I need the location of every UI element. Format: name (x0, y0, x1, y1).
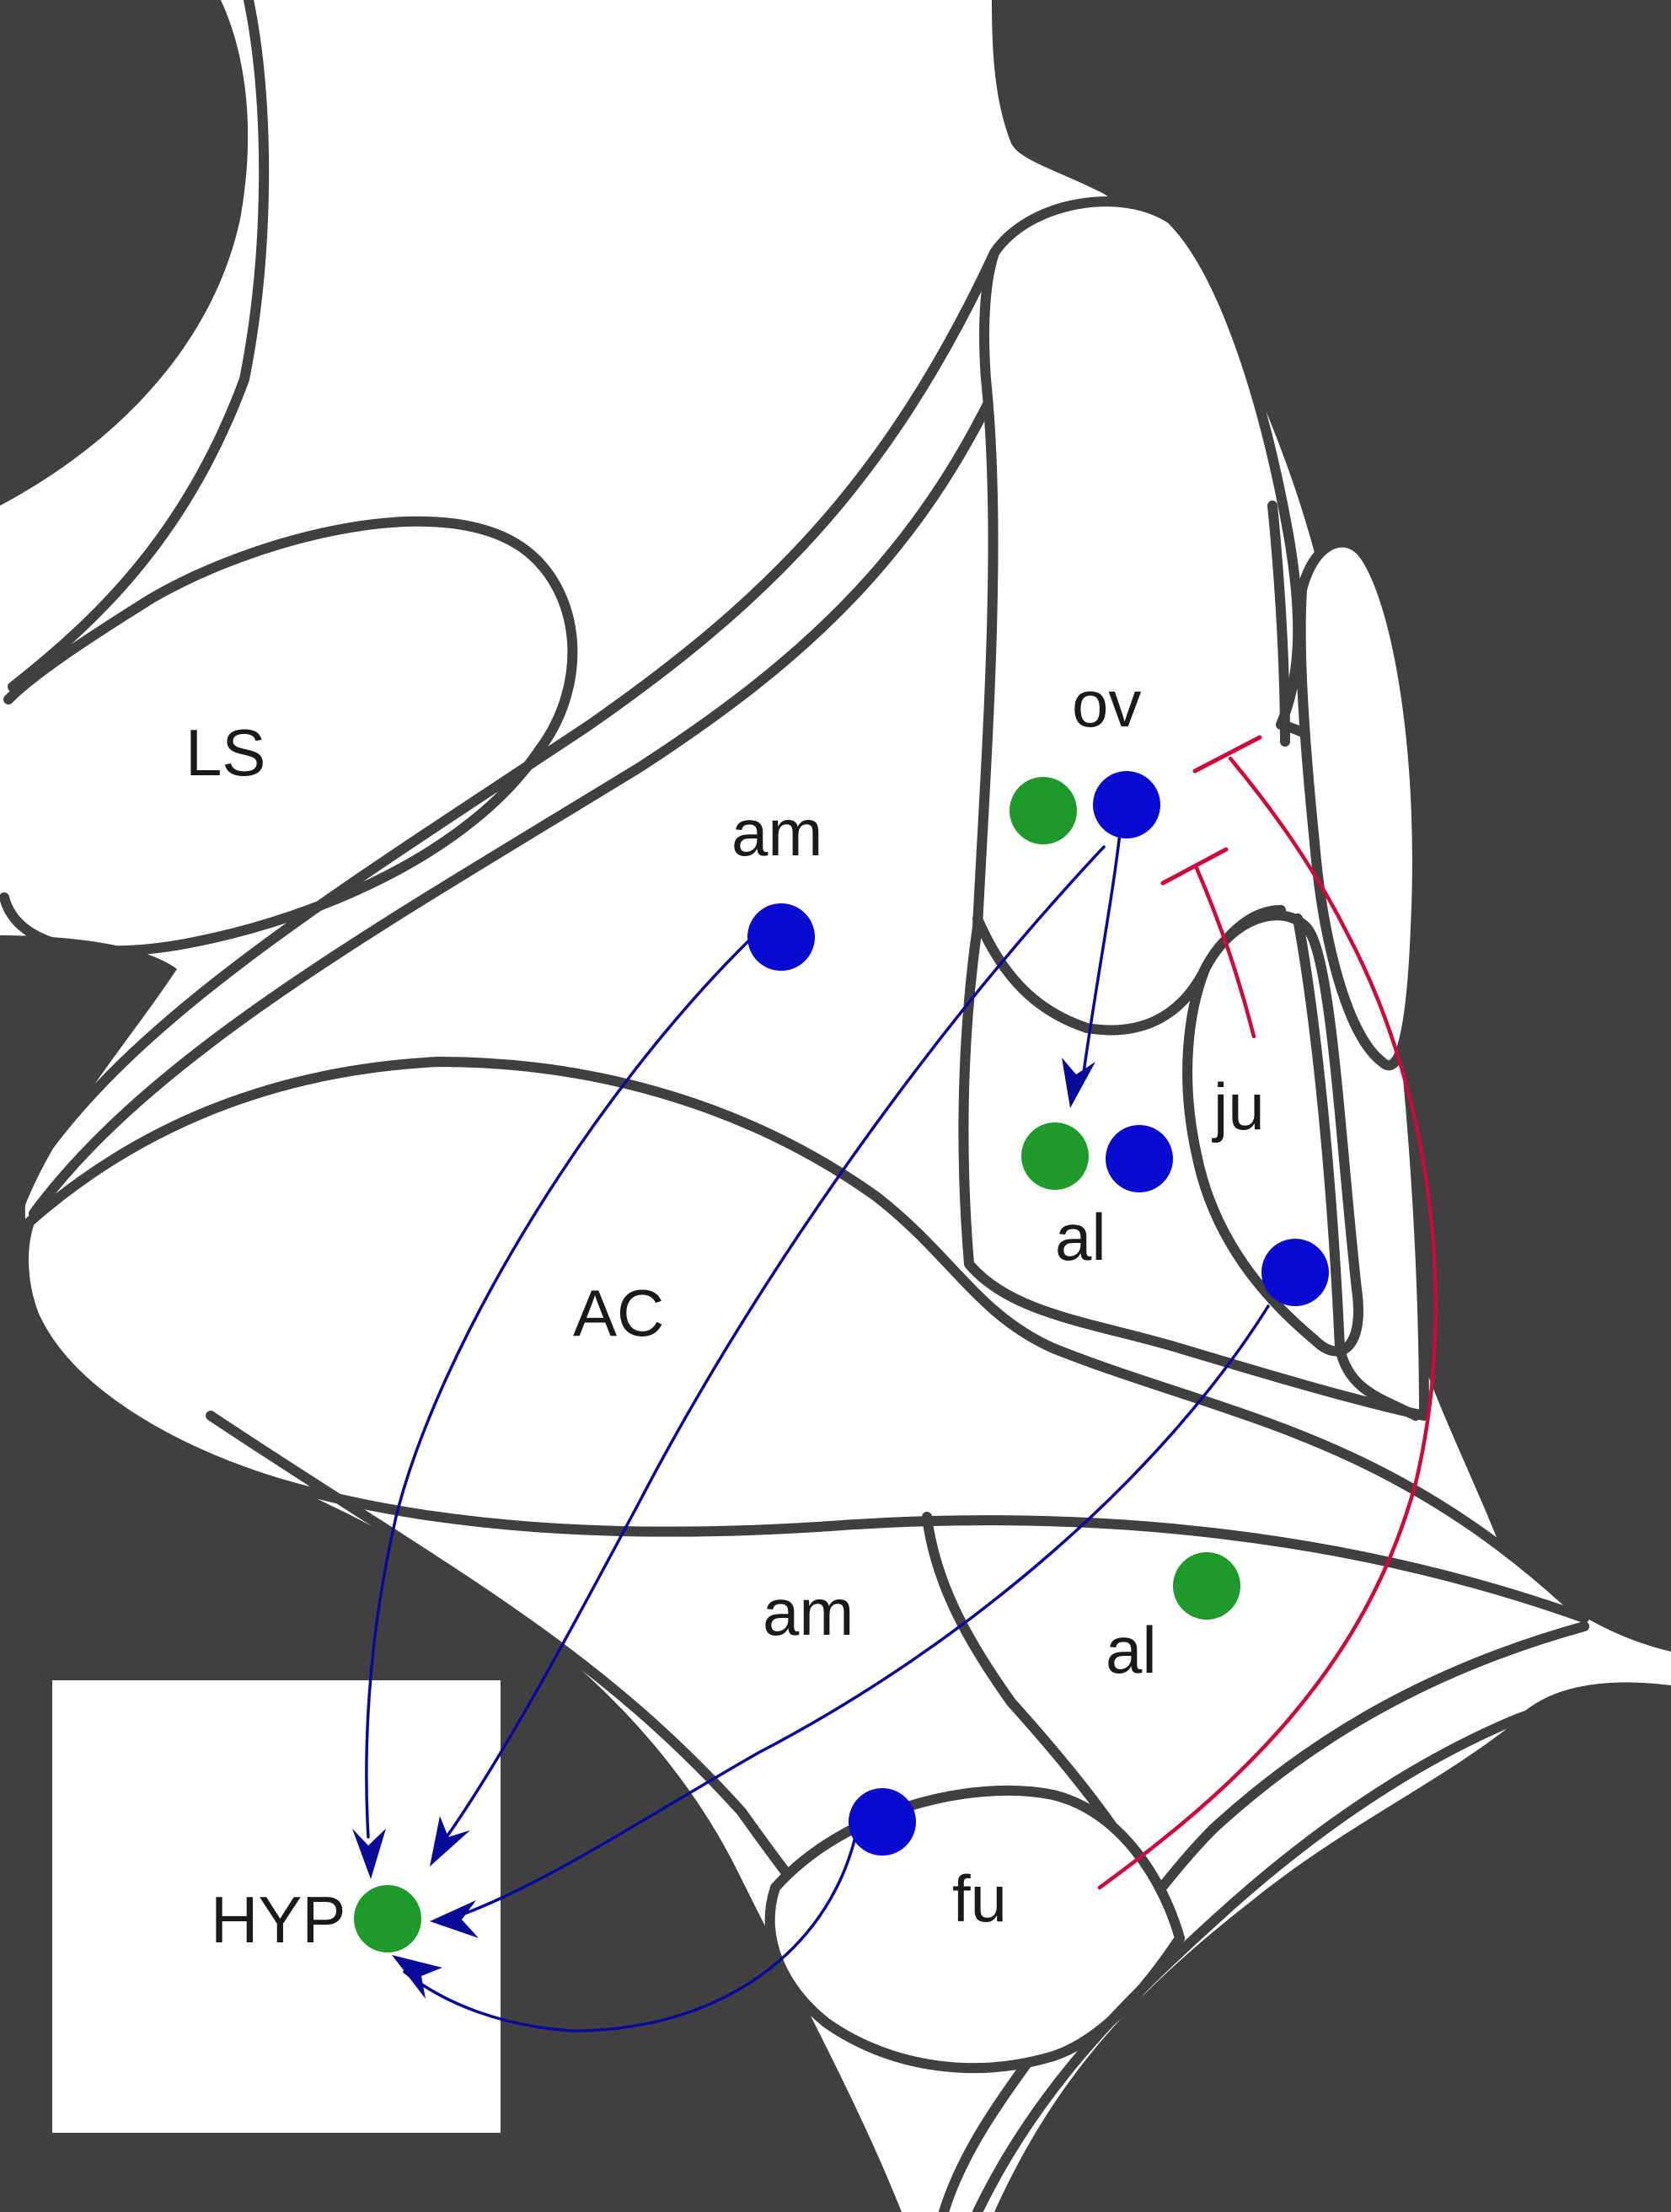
inhibition-fu-to-ov-bar (1192, 735, 1262, 774)
label-am-lower: am (763, 1575, 854, 1649)
label-al-lower: al (1106, 1613, 1157, 1687)
inhibitory-connections (1097, 735, 1438, 1890)
ls-outline (0, 516, 578, 956)
upper-left-boundary (8, 0, 270, 692)
neuron-al-lower-green (1173, 1552, 1240, 1620)
lower-region-bottom-boundary (939, 1621, 1589, 2212)
label-fu: fu (952, 1861, 1007, 1936)
dark-tissue-lower-right (994, 1682, 1671, 2212)
neuron-al-upper-green (1021, 1122, 1089, 1190)
neuron-fu-blue (849, 1788, 916, 1856)
dark-tissue-upper-left (0, 0, 249, 506)
arrowhead-ju-to-hyp (430, 1900, 479, 1938)
label-am-upper: am (731, 795, 822, 870)
ac-outline (19, 1057, 1589, 1623)
diagonal-boundary-inner (29, 349, 1016, 1218)
neuron-al-upper-blue (1106, 1125, 1173, 1192)
projection-ov-to-al (1081, 824, 1122, 1080)
projection-am-to-hyp (365, 934, 756, 1839)
projection-fu-to-hyp (403, 1835, 857, 2033)
label-hyp: HYP (211, 1883, 345, 1957)
label-ov: ov (1072, 667, 1141, 741)
right-ellipse-outline (1295, 537, 1422, 1071)
neuron-ov-green (1010, 777, 1077, 844)
region-labels: LS am ov ju al AC am al fu HYP (185, 667, 1265, 1957)
neurons (354, 771, 1329, 1952)
label-ac: AC (573, 1276, 664, 1350)
arrowhead-am-to-hyp (352, 1829, 386, 1879)
neuron-am-upper-blue (747, 903, 815, 971)
arrowhead-ov-to-hyp (430, 1816, 470, 1867)
diagonal-boundary-outer (20, 248, 999, 1185)
arrowhead-fu-to-hyp (392, 1955, 442, 1999)
neuron-ju-blue (1261, 1239, 1329, 1306)
lower-right-contour-2 (1495, 1689, 1666, 1783)
label-al-upper: al (1055, 1200, 1106, 1274)
ju-right-boundary (1293, 913, 1421, 1421)
label-ju: ju (1212, 1069, 1265, 1143)
dark-tissue-right (992, 0, 1671, 1652)
label-ls: LS (185, 715, 265, 790)
hyp-box (46, 1674, 507, 2140)
projections (352, 824, 1270, 2033)
arrowhead-ov-to-al (1062, 1058, 1095, 1108)
neuron-ov-blue (1093, 771, 1160, 838)
right-thin-boundary (1267, 501, 1290, 747)
inhibition-fu-to-ov (1097, 756, 1438, 1890)
inhibition-ju-to-ov-bar (1160, 847, 1229, 886)
projection-ov-to-hyp (445, 845, 1106, 1839)
inhibition-ju-to-ov (1194, 865, 1256, 1039)
projection-ju-to-hyp (453, 1304, 1270, 1919)
neuron-hyp-green (354, 1885, 421, 1952)
